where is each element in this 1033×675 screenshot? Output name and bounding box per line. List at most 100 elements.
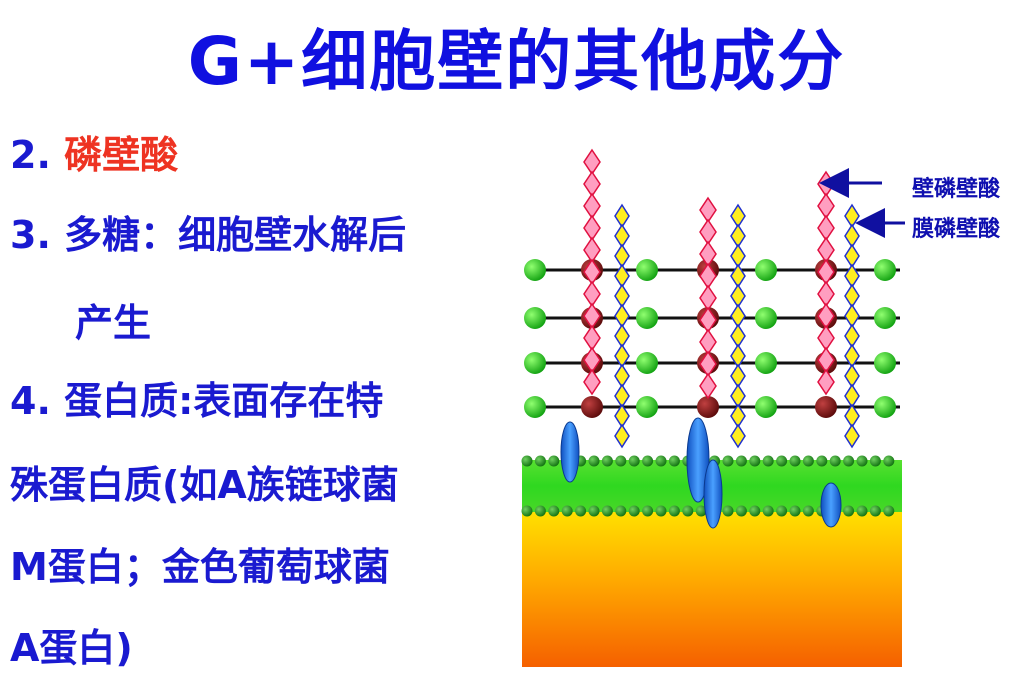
nag-sugar: [874, 352, 896, 374]
lipid-head: [843, 455, 855, 467]
nag-sugar: [636, 307, 658, 329]
lipid-head: [722, 505, 734, 517]
chain-unit: [614, 423, 630, 449]
chain-unit: [699, 196, 717, 224]
lipid-head: [762, 455, 774, 467]
lipid-head: [843, 505, 855, 517]
lipid-head: [615, 455, 627, 467]
lipid-head: [883, 505, 895, 517]
nag-sugar: [755, 352, 777, 374]
item-number: 4.: [10, 379, 51, 423]
lipid-head: [802, 455, 814, 467]
chain-unit: [583, 368, 601, 396]
lipid-head: [883, 455, 895, 467]
item-polysaccharide-cont: 产生: [75, 301, 152, 345]
lipid-head: [789, 455, 801, 467]
lipid-head: [762, 505, 774, 517]
chain-unit: [583, 280, 601, 308]
nag-sugar: [755, 259, 777, 281]
item-teichoic-acid: 2. 磷壁酸: [10, 124, 178, 179]
nag-sugar: [524, 307, 546, 329]
lipid-head: [869, 455, 881, 467]
chain-unit: [817, 236, 835, 264]
chain-unit: [730, 423, 746, 449]
lipid-head: [534, 455, 546, 467]
lipid-head: [575, 505, 587, 517]
lipid-head: [628, 455, 640, 467]
lipid-head: [588, 505, 600, 517]
wall-teichoic-acid: [583, 148, 601, 396]
lipoteichoic-acid: [844, 203, 860, 449]
chain-unit: [817, 192, 835, 220]
teichoic-acid-chains: [583, 148, 860, 449]
chain-unit: [817, 368, 835, 396]
nam-sugar: [815, 396, 837, 418]
lipid-head: [521, 505, 533, 517]
chain-unit: [699, 284, 717, 312]
label-lipoteichoic-acid: 膜磷壁酸: [912, 217, 1001, 242]
protein-blob: [560, 421, 580, 483]
lipid-head: [789, 505, 801, 517]
chain-unit: [699, 218, 717, 246]
lipid-head: [642, 455, 654, 467]
lipid-head: [668, 455, 680, 467]
lipid-head: [655, 455, 667, 467]
lipid-head: [829, 455, 841, 467]
lipid-head: [735, 505, 747, 517]
slide-title: G+细胞壁的其他成分: [187, 23, 846, 100]
membrane-proteins: [560, 417, 842, 529]
lipid-head: [749, 455, 761, 467]
chain-unit: [583, 214, 601, 242]
item-protein-cont-2: M蛋白；金色葡萄球菌: [10, 545, 390, 589]
item-polysaccharide: 3. 多糖：细胞壁水解后: [10, 204, 406, 259]
nag-sugar: [636, 259, 658, 281]
protein-blob: [820, 482, 842, 528]
protein-blob: [686, 417, 710, 503]
lipid-head: [869, 505, 881, 517]
chain-unit: [817, 324, 835, 352]
lipid-head: [615, 505, 627, 517]
lipid-head: [776, 455, 788, 467]
chain-unit: [699, 372, 717, 400]
lipid-head: [722, 455, 734, 467]
nag-sugar: [636, 396, 658, 418]
lipid-head: [534, 505, 546, 517]
lipid-head: [601, 455, 613, 467]
lipid-head: [682, 505, 694, 517]
wall-teichoic-acid: [817, 170, 835, 396]
cytoplasm: [522, 512, 902, 667]
lipid-head: [668, 505, 680, 517]
lipid-head: [588, 455, 600, 467]
chain-unit: [844, 423, 860, 449]
lipid-head: [561, 505, 573, 517]
wall-teichoic-acid: [699, 196, 717, 400]
nag-sugar: [874, 259, 896, 281]
lipid-head: [521, 455, 533, 467]
lipid-head: [548, 455, 560, 467]
item-text: 蛋白质:表面存在特: [64, 379, 384, 423]
protein-blob: [703, 459, 723, 529]
lipoteichoic-acid: [730, 203, 746, 449]
item-protein: 4. 蛋白质:表面存在特: [10, 370, 383, 425]
item-protein-cont-1: 殊蛋白质(如A族链球菌: [10, 463, 399, 507]
chain-unit: [583, 192, 601, 220]
nag-sugar: [755, 307, 777, 329]
nag-sugar: [874, 396, 896, 418]
lipid-head: [601, 505, 613, 517]
item-protein-cont-3: A蛋白): [10, 626, 133, 670]
lipid-head: [548, 505, 560, 517]
label-wall-teichoic-acid: 壁磷壁酸: [912, 177, 1001, 202]
lipid-head: [802, 505, 814, 517]
item-text: 磷壁酸: [64, 133, 179, 177]
lipoteichoic-acid: [614, 203, 630, 449]
lipid-head: [856, 505, 868, 517]
lipid-head: [695, 505, 707, 517]
nag-sugar: [636, 352, 658, 374]
nam-sugar: [697, 396, 719, 418]
chain-unit: [583, 236, 601, 264]
nam-sugar: [581, 396, 603, 418]
item-number: 3.: [10, 213, 51, 257]
lipid-head: [776, 505, 788, 517]
lipid-head: [642, 505, 654, 517]
